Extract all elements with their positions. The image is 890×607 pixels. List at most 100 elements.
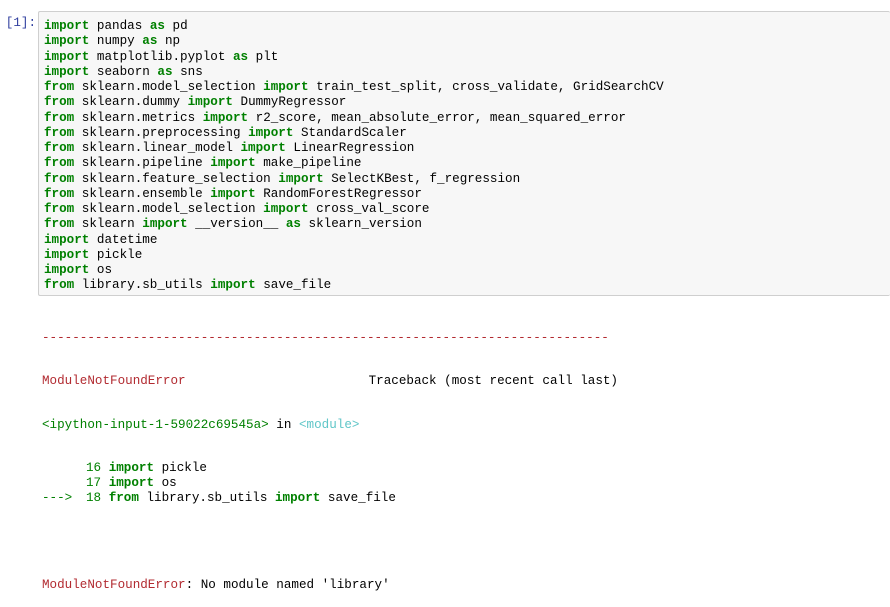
traceback-line-number: 18 xyxy=(86,491,102,506)
code-token: train_test_split, cross_validate, GridSe… xyxy=(308,80,664,94)
code-token: os xyxy=(154,476,177,490)
keyword-token: from xyxy=(108,491,139,506)
code-token: __version__ xyxy=(187,217,286,232)
traceback-label: Traceback (most recent call last) xyxy=(368,374,618,389)
keyword-token: as xyxy=(142,34,158,49)
keyword-token: from xyxy=(44,125,75,140)
traceback-location: <ipython-input-1-59022c69545a> in <modul… xyxy=(42,418,888,433)
error-message: ModuleNotFoundError: No module named 'li… xyxy=(42,578,888,593)
code-token: np xyxy=(157,34,181,49)
code-token: save_file xyxy=(255,278,332,293)
code-token: sklearn.linear_model xyxy=(74,141,241,155)
keyword-token: import xyxy=(44,34,90,49)
code-token: seaborn xyxy=(89,64,158,79)
code-line: from sklearn.model_selection import trai… xyxy=(44,80,890,95)
keyword-token: as xyxy=(157,64,173,79)
traceback-arrow: ---> xyxy=(42,491,73,506)
code-line: from sklearn import __version__ as sklea… xyxy=(44,217,890,232)
keyword-token: import xyxy=(44,232,90,247)
keyword-token: import xyxy=(210,186,256,201)
traceback-line: 16 import pickle xyxy=(42,461,888,476)
keyword-token: import xyxy=(278,171,324,186)
keyword-token: from xyxy=(44,186,75,201)
keyword-token: import xyxy=(210,156,256,171)
traceback-line: --->18 from library.sb_utils import save… xyxy=(42,491,888,506)
traceback-line-number: 17 xyxy=(86,476,102,490)
code-line: from sklearn.preprocessing import Standa… xyxy=(44,126,890,141)
code-line: from sklearn.ensemble import RandomFores… xyxy=(44,187,890,202)
space xyxy=(101,461,109,475)
keyword-token: import xyxy=(263,202,309,216)
code-token: make_pipeline xyxy=(255,156,362,171)
code-token: LinearRegression xyxy=(285,141,415,155)
code-token: pandas xyxy=(89,19,150,33)
code-token: save_file xyxy=(320,491,396,506)
code-line: import numpy as np xyxy=(44,34,890,49)
keyword-token: from xyxy=(44,171,75,186)
cell-prompt: [1]: xyxy=(5,16,36,30)
code-token: RandomForestRegressor xyxy=(255,186,422,201)
final-error-text: : No module named 'library' xyxy=(185,577,390,592)
traceback-separator: ----------------------------------------… xyxy=(42,331,609,345)
keyword-token: import xyxy=(44,49,90,64)
code-token: cross_val_score xyxy=(308,202,430,216)
keyword-token: from xyxy=(44,217,75,232)
keyword-token: from xyxy=(44,141,75,155)
code-token: sklearn.dummy xyxy=(74,95,188,110)
keyword-token: import xyxy=(108,476,155,490)
module-ref: <module> xyxy=(298,417,360,432)
code-token: library.sb_utils xyxy=(74,278,211,293)
keyword-token: import xyxy=(248,125,294,140)
space xyxy=(101,476,109,490)
keyword-token: from xyxy=(44,80,75,94)
code-line: from sklearn.metrics import r2_score, me… xyxy=(44,111,890,126)
code-token: sklearn.model_selection xyxy=(74,202,264,216)
keyword-token: import xyxy=(240,141,286,155)
code-token: sklearn.model_selection xyxy=(74,80,264,94)
code-token: r2_score, mean_absolute_error, mean_squa… xyxy=(248,110,626,125)
in-word: in xyxy=(268,417,299,432)
space xyxy=(101,491,109,505)
code-token: sklearn.preprocessing xyxy=(74,125,249,140)
blank-line xyxy=(42,535,888,550)
keyword-token: from xyxy=(44,202,75,216)
code-token: pd xyxy=(164,19,188,33)
code-token: sns xyxy=(172,64,203,79)
keyword-token: from xyxy=(44,278,75,293)
input-ref: <ipython-input-1-59022c69545a> xyxy=(42,417,269,432)
keyword-token: as xyxy=(285,217,301,232)
keyword-token: from xyxy=(44,95,75,110)
code-token: . xyxy=(199,491,207,506)
keyword-token: from xyxy=(44,110,75,125)
keyword-token: import xyxy=(44,19,90,33)
traceback-line-number: 16 xyxy=(86,460,102,475)
code-line: import datetime xyxy=(44,233,890,248)
keyword-token: import xyxy=(108,460,155,475)
keyword-token: import xyxy=(210,278,256,293)
final-error-name: ModuleNotFoundError xyxy=(42,577,186,592)
cell-output: ----------------------------------------… xyxy=(42,303,888,607)
keyword-token: from xyxy=(44,156,75,171)
code-line: from sklearn.feature_selection import Se… xyxy=(44,172,890,187)
traceback-line: 17 import os xyxy=(42,476,888,491)
code-token: DummyRegressor xyxy=(232,95,347,110)
code-token: sb_utils xyxy=(206,491,275,506)
code-token: pickle xyxy=(154,460,207,475)
code-token: SelectKBest, f_regression xyxy=(323,171,521,186)
code-token: os xyxy=(89,263,113,277)
code-line: from sklearn.dummy import DummyRegressor xyxy=(44,95,890,110)
code-token: sklearn.feature_selection xyxy=(74,171,279,186)
code-line: from sklearn.linear_model import LinearR… xyxy=(44,141,890,156)
code-token: numpy xyxy=(89,34,143,49)
code-token: sklearn.ensemble xyxy=(74,186,211,201)
keyword-token: import xyxy=(44,64,90,79)
code-line: import matplotlib.pyplot as plt xyxy=(44,50,890,65)
keyword-token: import xyxy=(263,80,309,94)
code-token: sklearn.metrics xyxy=(74,110,203,125)
code-token: plt xyxy=(248,49,279,64)
code-token: library xyxy=(138,491,200,506)
keyword-token: import xyxy=(44,263,90,277)
